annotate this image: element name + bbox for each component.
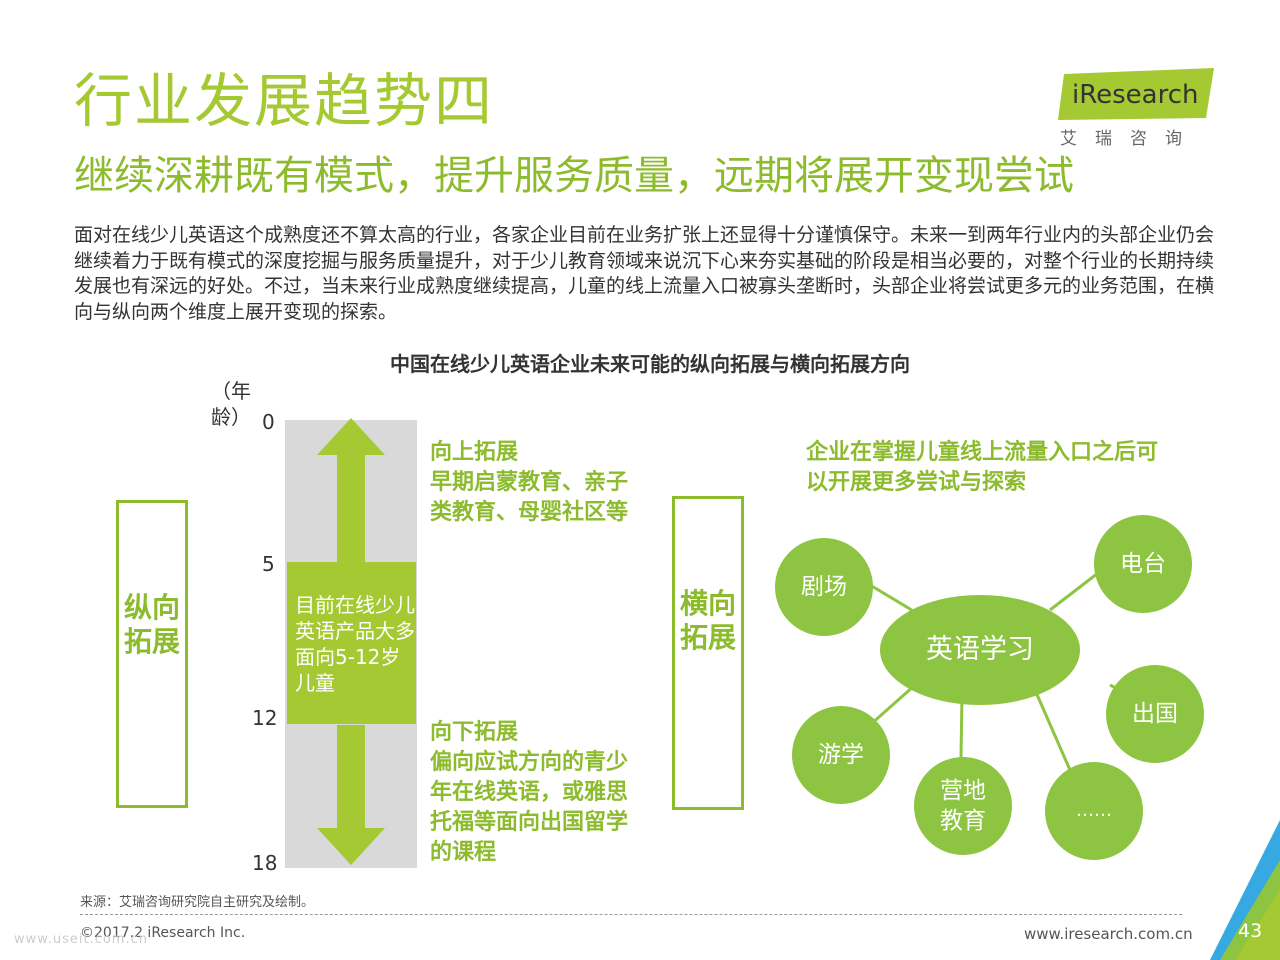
- node-camp-education: 营地 教育: [914, 757, 1012, 855]
- upward-title: 向上拓展: [430, 440, 519, 465]
- down-arrow-icon: [317, 725, 385, 865]
- node-camp-line2: 教育: [940, 808, 986, 834]
- tick-0: 0: [262, 410, 275, 434]
- diagram-title: 中国在线少儿英语企业未来可能的纵向拓展与横向拓展方向: [390, 352, 910, 376]
- horizontal-expansion-label: 横向拓展: [672, 496, 744, 810]
- downward-title: 向下拓展: [430, 720, 519, 745]
- logo-word: Research: [1079, 80, 1199, 110]
- tick-18: 18: [252, 851, 278, 875]
- tick-5: 5: [262, 552, 275, 576]
- website-link[interactable]: www.iresearch.com.cn: [1024, 925, 1193, 943]
- node-more: ……: [1045, 762, 1143, 860]
- iresearch-logo: [1058, 68, 1214, 120]
- connector-tour: [869, 683, 916, 727]
- footer-divider: [80, 914, 1182, 915]
- logo-wordmark: iResearch: [1072, 80, 1199, 110]
- vertical-arrows: [317, 418, 385, 865]
- corner-decoration: [1210, 820, 1280, 960]
- watermark: www.useit.com.cn: [14, 932, 148, 947]
- vertical-expansion-label: 纵向拓展: [116, 500, 188, 808]
- downward-expansion: 向下拓展 偏向应试方向的青少年在线英语，或雅思托福等面向出国留学的课程: [430, 718, 640, 868]
- page-title: 行业发展趋势四: [74, 67, 495, 135]
- corner-lime: [1235, 890, 1280, 960]
- node-camp-line1: 营地: [940, 778, 986, 804]
- node-english-learning: 英语学习: [880, 595, 1080, 705]
- current-range-box: 目前在线少儿英语产品大多面向5-12岁儿童: [287, 562, 416, 724]
- logo-banner: [1058, 68, 1214, 120]
- node-radio: 电台: [1094, 515, 1192, 613]
- page-number: 43: [1238, 920, 1263, 942]
- tick-12: 12: [252, 706, 278, 730]
- logo-i: i: [1072, 80, 1080, 110]
- source-note: 来源：艾瑞咨询研究院自主研究及绘制。: [80, 895, 315, 910]
- age-axis-label: （年龄）: [211, 379, 251, 429]
- intro-paragraph: 面对在线少儿英语这个成熟度还不算太高的行业，各家企业目前在业务扩张上还显得十分谨…: [74, 224, 1215, 323]
- node-theater: 剧场: [775, 538, 873, 636]
- upward-expansion: 向上拓展 早期启蒙教育、亲子类教育、母婴社区等: [430, 438, 640, 528]
- downward-desc: 偏向应试方向的青少年在线英语，或雅思托福等面向出国留学的课程: [430, 750, 629, 865]
- connector-radio: [1049, 568, 1103, 612]
- logo-chinese: 艾瑞咨询: [1060, 129, 1200, 149]
- copyright: ©2017.2 iResearch Inc.: [80, 925, 246, 941]
- connector-more: [1033, 689, 1072, 771]
- up-arrow-icon: [317, 418, 385, 563]
- horizontal-heading: 企业在掌握儿童线上流量入口之后可以开展更多尝试与探索: [806, 440, 1159, 495]
- page-subtitle: 继续深耕既有模式，提升服务质量，远期将展开变现尝试: [74, 153, 1074, 199]
- connector-camp: [959, 694, 964, 758]
- upward-desc: 早期启蒙教育、亲子类教育、母婴社区等: [430, 470, 629, 525]
- node-abroad: 出国: [1106, 665, 1204, 763]
- node-study-tour: 游学: [792, 706, 890, 804]
